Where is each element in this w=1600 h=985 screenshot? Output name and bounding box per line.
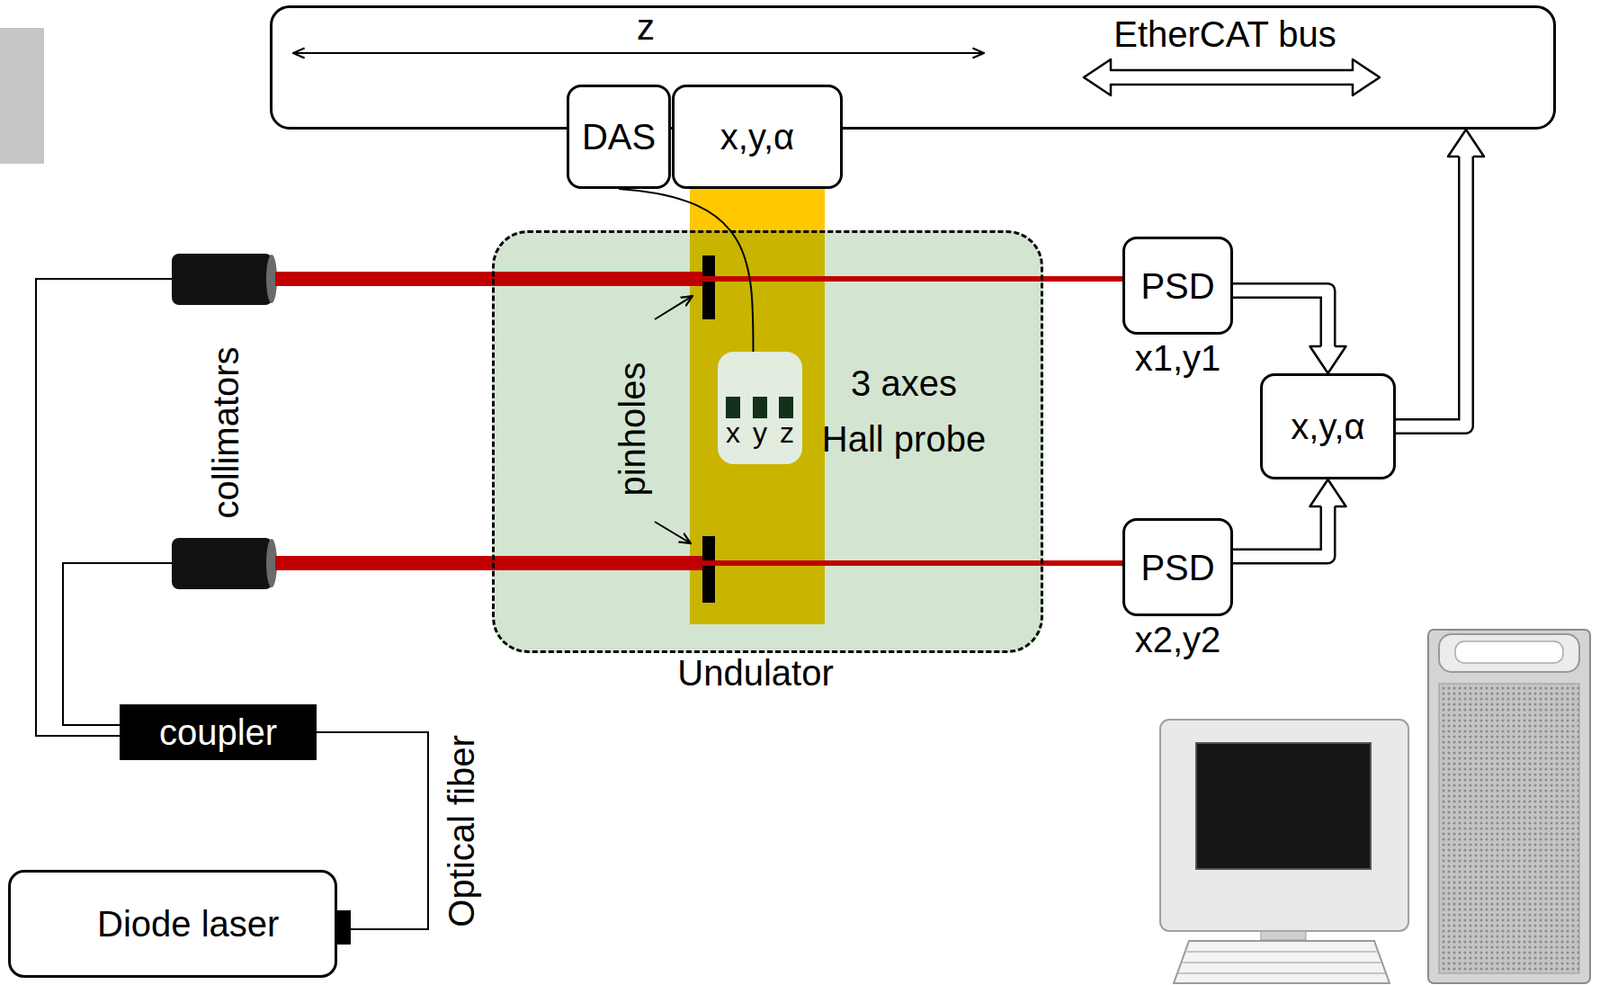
node-label: x y z: [725, 416, 795, 449]
block-arrow: [1395, 129, 1484, 427]
node-label: x,y,α: [720, 116, 795, 158]
tower-grill: [1439, 683, 1580, 974]
hall-probe: x y z3 axes Hall probe: [717, 351, 803, 465]
arrow-head-outline: [1310, 479, 1347, 507]
laser-box: Diode laser: [8, 869, 338, 978]
text-anchor: pinholes: [611, 361, 653, 496]
block-arrow: [1233, 290, 1347, 374]
node-label: x,y,α: [1290, 405, 1365, 447]
arrow-head-outline: [1310, 346, 1347, 374]
arrow-body: [1233, 504, 1329, 557]
leader-arrow: [654, 521, 691, 544]
laser-beam: [702, 560, 1123, 566]
node-caption: 3 axes Hall probe: [822, 363, 986, 459]
text-anchor: x y z: [725, 416, 795, 450]
node-label: Undulator: [677, 652, 833, 693]
hall-sensor: [725, 396, 741, 419]
arrow-body: [1395, 154, 1466, 427]
tower-handle: [1439, 634, 1580, 672]
wire-connector: [618, 188, 753, 352]
computation-box: x,y,α: [1260, 373, 1396, 480]
monitor-screen: [1196, 742, 1371, 869]
z-axis-arrow: [293, 52, 984, 54]
das-box: DAS: [566, 84, 671, 189]
undulator-region: Undulatorx y z3 axes Hall probe: [491, 230, 1044, 653]
arrow-outline: [1233, 290, 1329, 349]
arrow-head: [1310, 479, 1347, 507]
part-label: pinholes: [612, 361, 653, 496]
tower-handle: [1455, 641, 1564, 663]
coupler-box: coupler: [119, 704, 317, 760]
fiber-wire: [62, 563, 172, 725]
side-tab: [0, 27, 45, 164]
text-anchor: Undulator: [677, 652, 833, 694]
computer-tower: [1428, 629, 1591, 984]
pinhole: [702, 536, 716, 603]
arrow-body: [1233, 290, 1329, 349]
node-label: PSD: [1140, 265, 1215, 307]
node-label: DAS: [581, 116, 656, 158]
fiber-wire: [35, 278, 172, 736]
monitor: [1160, 719, 1409, 931]
undulator-fill: [491, 230, 1044, 653]
text-anchor: EtherCAT bus: [1113, 13, 1337, 55]
arrow-head: [1310, 346, 1347, 374]
laser-beam: [275, 555, 703, 571]
leader-arrow: [654, 295, 693, 320]
laser-beam: [702, 276, 1123, 282]
part-label: collimators: [205, 346, 246, 519]
node-label: EtherCAT bus: [1113, 14, 1337, 54]
text-anchor: x2,y2: [1135, 618, 1222, 661]
probe-carriage-band: [689, 187, 825, 233]
bus-box: EtherCAT bus: [269, 5, 1556, 130]
psd-box: PSDx1,y1: [1122, 236, 1234, 335]
pinhole: [702, 255, 716, 320]
keyboard-keys: [1178, 951, 1386, 974]
arrow-head: [1448, 129, 1484, 157]
bus-double-arrow: [1083, 59, 1380, 96]
node-label: Diode laser: [97, 902, 279, 945]
text-anchor: z: [636, 6, 655, 48]
node-caption: x2,y2: [1135, 619, 1222, 660]
hall-sensor: [752, 396, 768, 419]
arrow-head-outline: [1448, 129, 1484, 157]
text-anchor: 3 axes Hall probe: [818, 355, 990, 467]
text-anchor: collimators: [205, 346, 247, 519]
keyboard: [1173, 940, 1390, 984]
monitor-stand: [1260, 930, 1306, 940]
hall-sensor: [778, 396, 794, 419]
node-label: PSD: [1140, 546, 1215, 589]
edge-label: Optical fiber: [441, 734, 482, 927]
controller-box: x,y,α: [671, 84, 843, 189]
psd-box: PSDx2,y2: [1122, 518, 1234, 617]
arrow-outline: [1395, 154, 1466, 427]
axis-label: z: [636, 7, 655, 47]
text-anchor: Optical fiber: [440, 734, 483, 927]
arrow-outline: [1233, 504, 1329, 557]
collimator: [171, 253, 273, 305]
text-anchor: x1,y1: [1135, 337, 1222, 379]
block-arrow: [1233, 479, 1347, 557]
node-caption: x1,y1: [1135, 338, 1222, 378]
laser-beam: [275, 271, 703, 287]
wire: [618, 188, 753, 352]
fiber-connector: [337, 910, 351, 945]
node-label: coupler: [159, 711, 278, 753]
collimator: [171, 537, 273, 590]
